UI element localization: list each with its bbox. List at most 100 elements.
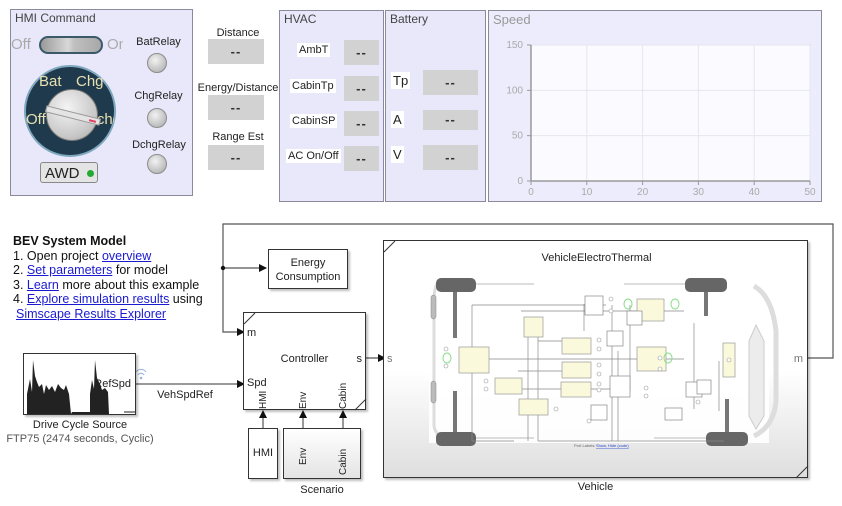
vehicle-corner-marks [384, 241, 809, 479]
x-tick-label: 50 [804, 187, 816, 198]
knob-dial[interactable] [44, 89, 102, 141]
x-tick-label: 20 [637, 187, 649, 198]
svg-text:Show, Hide (code): Show, Hide (code) [596, 443, 629, 448]
x-tick-label: 30 [693, 187, 705, 198]
knob-label-off: Off [26, 111, 46, 128]
drive-cycle-source-name: Drive Cycle Source [32, 419, 128, 431]
power-toggle-switch[interactable] [39, 36, 103, 54]
doc-line-2-text: 2. [13, 263, 27, 277]
explore-results-link[interactable]: Explore simulation results [26, 292, 170, 306]
doc-line-3: 3. Learn more about this example [13, 278, 203, 293]
doc-line-4-suffix: using [169, 292, 203, 306]
hvac-cabintp-label: CabinTp [290, 79, 336, 93]
doc-line-1-text: 1. Open project [13, 248, 102, 263]
distance-label: Distance [216, 27, 260, 39]
hmi-block[interactable]: HMI [248, 428, 278, 479]
rear-left-wheel [436, 432, 476, 446]
range-est-label: Range Est [212, 131, 264, 143]
learn-link[interactable]: Learn [26, 277, 59, 292]
vehicle-inner-title: VehicleElectroThermal [541, 252, 652, 264]
overview-link[interactable]: overview [101, 248, 152, 263]
y-tick-label: 100 [506, 85, 523, 96]
bat-relay-lamp [147, 53, 167, 73]
doc-line-5: Simscape Results Explorer [13, 307, 203, 322]
awd-led-icon [87, 170, 94, 177]
svg-text:Port Labels:: Port Labels: [574, 443, 595, 448]
controller-port-m: m [247, 327, 257, 339]
simscape-results-explorer-link[interactable]: Simscape Results Explorer [16, 306, 167, 321]
x-tick-label: 10 [581, 187, 593, 198]
energy-consumption-line1: Energy [290, 257, 326, 269]
hvac-cabintp-display: -- [344, 76, 379, 101]
battery-v-label: V [391, 146, 404, 163]
battery-title: Battery [390, 12, 429, 26]
doc-line-4-text: 4. [13, 292, 27, 306]
controller-block[interactable]: m Controller s Spd HMI Env Cabin [243, 312, 367, 411]
y-tick-label: 0 [517, 176, 523, 187]
set-parameters-link[interactable]: Set parameters [26, 263, 113, 277]
drive-cycle-source-block[interactable]: RefSpd [23, 353, 136, 415]
scenario-block[interactable]: Env Cabin [283, 428, 361, 479]
branch-point [220, 265, 226, 271]
controller-port-hmi: HMI [258, 390, 269, 409]
doc-line-2: 2. Set parameters for model [13, 263, 203, 278]
range-est-display: -- [208, 145, 264, 170]
controller-title: Controller [280, 353, 329, 365]
mode-rotary-knob[interactable]: Bat Chg Off Dchg [24, 65, 116, 157]
hvac-cabinsp-display: -- [344, 111, 379, 136]
battery-a-display: -- [423, 110, 478, 130]
energy-distance-display: -- [208, 95, 264, 120]
hvac-panel: HVAC AmbT -- CabinTp -- CabinSP -- AC On… [279, 10, 384, 202]
energy-distance-label: Energy/Distance [197, 82, 279, 94]
plot-area [530, 44, 811, 182]
doc-line-3-suffix: more about this example [58, 277, 200, 292]
vehicle-block-name: Vehicle [577, 481, 614, 493]
drive-cycle-source-params: FTP75 (2474 seconds, Cyclic) [6, 433, 154, 445]
wireless-signal-icon [135, 368, 147, 380]
toggle-on-label: On [107, 36, 123, 53]
battery-a-label: A [391, 111, 404, 128]
doc-title: BEV System Model [13, 234, 127, 248]
y-tick-label: 50 [512, 131, 524, 142]
front-right-wheel [685, 278, 727, 292]
hvac-ac-label: AC On/Off [286, 149, 341, 163]
awd-button[interactable]: AWD [40, 162, 98, 183]
hvac-ambt-label: AmbT [297, 43, 331, 57]
vehicle-block[interactable]: s m VehicleElectroThermal [383, 240, 809, 479]
scenario-port-env: Env [298, 447, 309, 465]
y-tick-label: 150 [506, 40, 523, 51]
hvac-ambt-display: -- [344, 40, 379, 65]
energy-consumption-line2: Consumption [275, 271, 341, 283]
knob-label-bat: Bat [39, 73, 62, 90]
x-tick-label: 0 [528, 187, 534, 198]
hmi-command-panel: HMI Command Off On Bat Chg Off Dchg AWD … [10, 9, 193, 196]
model-documentation: BEV System Model 1. Open project overvie… [13, 234, 203, 321]
hvac-cabinsp-label: CabinSP [290, 114, 338, 128]
front-left-wheel [436, 278, 476, 292]
battery-v-display: -- [423, 145, 478, 170]
drive-cycle-waveform-icon [27, 360, 135, 414]
doc-line-1: 1. Open project overview [13, 249, 203, 264]
dchg-relay-label: DchgRelay [132, 139, 186, 151]
controller-port-env: Env [298, 391, 309, 409]
vehicle-port-s: s [387, 353, 393, 365]
hvac-ac-display: -- [344, 146, 379, 171]
dchg-relay-lamp [147, 154, 167, 174]
bat-relay-label: BatRelay [136, 36, 181, 48]
battery-panel: Battery Tp -- A -- V -- [385, 10, 486, 202]
doc-line-4: 4. Explore simulation results using [13, 292, 203, 307]
knob-pointer [44, 105, 102, 126]
subsystem-corner-mark [244, 313, 367, 411]
scenario-block-name: Scenario [300, 484, 344, 496]
battery-tp-display: -- [423, 70, 478, 95]
distance-display: -- [208, 39, 264, 64]
energy-consumption-block[interactable]: Energy Consumption [268, 249, 348, 289]
chg-relay-label: ChgRelay [134, 90, 183, 102]
hvac-title: HVAC [284, 12, 317, 26]
toggle-off-label: Off [11, 36, 31, 53]
controller-port-spd: Spd [247, 377, 267, 389]
hmi-command-title: HMI Command [15, 11, 96, 25]
vehicle-port-m: m [793, 353, 803, 365]
controller-port-s: s [356, 353, 363, 365]
